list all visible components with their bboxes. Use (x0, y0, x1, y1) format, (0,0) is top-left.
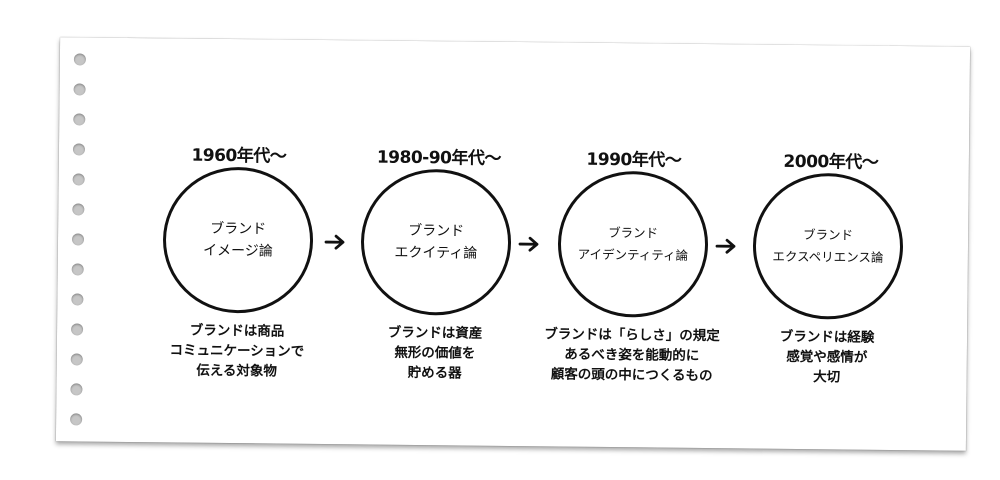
binder-hole (73, 53, 86, 66)
era-label-2000s: 2000年代〜 (783, 151, 879, 173)
notebook-paper: 1960年代〜 ブランド イメージ論 ブランドは商品 コミュニケーションで 伝え… (55, 37, 971, 451)
description-line: ブランドは商品 (189, 322, 285, 340)
era-label-1990s: 1990年代〜 (586, 149, 682, 171)
concept-circle-brand-equity: ブランド エクイティ論 (360, 168, 512, 316)
concept-title-line1: ブランド (803, 227, 854, 243)
concept-title-line2: イメージ論 (202, 242, 273, 260)
concept-circle-brand-image: ブランド イメージ論 (162, 166, 314, 314)
binder-hole (73, 113, 86, 126)
binder-hole (72, 203, 85, 216)
concept-title: ブランド エクスペリエンス論 (756, 224, 900, 270)
binder-hole (70, 383, 83, 396)
binder-hole (71, 233, 85, 246)
concept-circle-brand-identity: ブランド アイデンティティ論 (557, 170, 709, 319)
era-label-1960s: 1960年代〜 (191, 145, 287, 167)
description-line: ブランドは資産 (387, 324, 483, 342)
concept-title: ブランド エクイティ論 (364, 219, 508, 265)
binder-hole (73, 83, 86, 96)
concept-description: ブランドは経験 感覚や感情が 大切 (779, 327, 875, 388)
concept-circle-brand-experience: ブランド エクスペリエンス論 (752, 172, 904, 321)
description-line: あるべき姿を能動的に (564, 346, 700, 364)
arrow-right-icon (518, 236, 539, 252)
concept-description: ブランドは商品 コミュニケーションで 伝える対象物 (169, 320, 304, 381)
description-line: 伝える対象物 (196, 362, 278, 380)
description-line: コミュニケーションで (169, 342, 305, 360)
binder-hole (71, 323, 84, 336)
binder-hole (71, 263, 84, 276)
arrow-right-icon (715, 238, 736, 254)
description-line: ブランドは経験 (779, 328, 875, 346)
concept-title-line2: エクイティ論 (394, 244, 478, 262)
description-line: ブランドは「らしさ」の規定 (544, 326, 720, 345)
description-line: 大切 (813, 369, 841, 386)
concept-title: ブランド アイデンティティ論 (561, 222, 705, 268)
binder-hole (70, 413, 83, 426)
description-line: 無形の価値を (394, 344, 476, 362)
concept-title-line1: ブランド (608, 224, 659, 241)
binder-hole (71, 293, 84, 306)
arrow-right-icon (324, 234, 345, 250)
concept-title-line2: エクスペリエンス論 (772, 248, 884, 265)
binder-hole (70, 353, 83, 366)
era-label-1980s-90s: 1980-90年代〜 (376, 147, 502, 169)
concept-title-line1: ブランド (210, 220, 267, 238)
description-line: 顧客の頭の中につくるもの (550, 366, 713, 385)
concept-title-line1: ブランド (408, 222, 465, 240)
concept-title: ブランド イメージ論 (166, 217, 310, 263)
description-line: 貯める器 (407, 364, 462, 382)
description-line: 感覚や感情が (786, 348, 868, 366)
binder-hole (72, 143, 86, 156)
concept-description: ブランドは「らしさ」の規定 あるべき姿を能動的に 顧客の頭の中につくるもの (544, 324, 720, 386)
binder-hole (72, 173, 85, 186)
concept-description: ブランドは資産 無形の価値を 貯める器 (387, 323, 483, 384)
concept-title-line2: アイデンティティ論 (577, 246, 689, 263)
binder-holes (70, 53, 88, 433)
